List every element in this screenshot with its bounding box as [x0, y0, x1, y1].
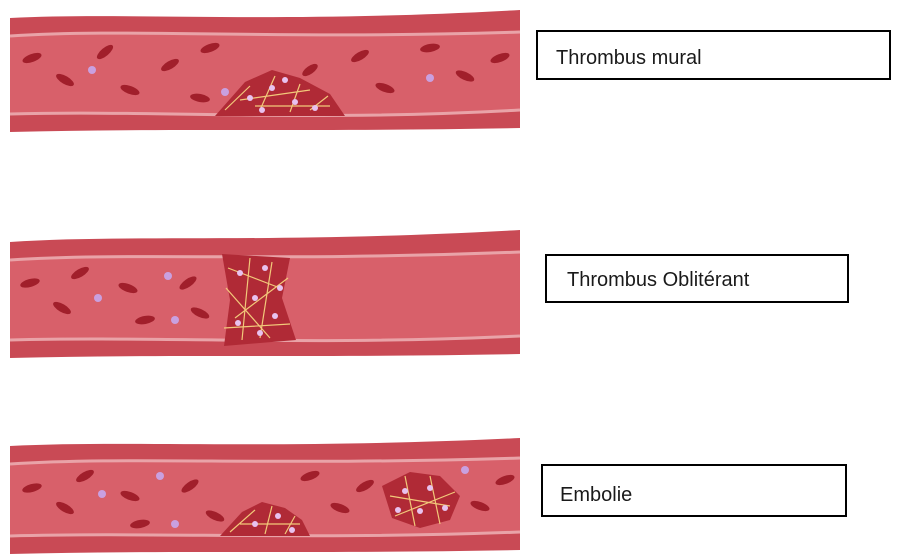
- label-embolism: Embolie: [541, 464, 847, 517]
- label-text: Thrombus Oblitérant: [567, 269, 749, 292]
- label-text: Embolie: [560, 484, 632, 507]
- vessel-obliterating-thrombus: [10, 228, 520, 358]
- vessel-mural-thrombus: [10, 10, 520, 132]
- label-obliterating-thrombus: Thrombus Oblitérant: [545, 254, 849, 303]
- vessel-embolism: [10, 436, 520, 554]
- label-text: Thrombus mural: [556, 47, 702, 70]
- label-mural-thrombus: Thrombus mural: [536, 30, 891, 80]
